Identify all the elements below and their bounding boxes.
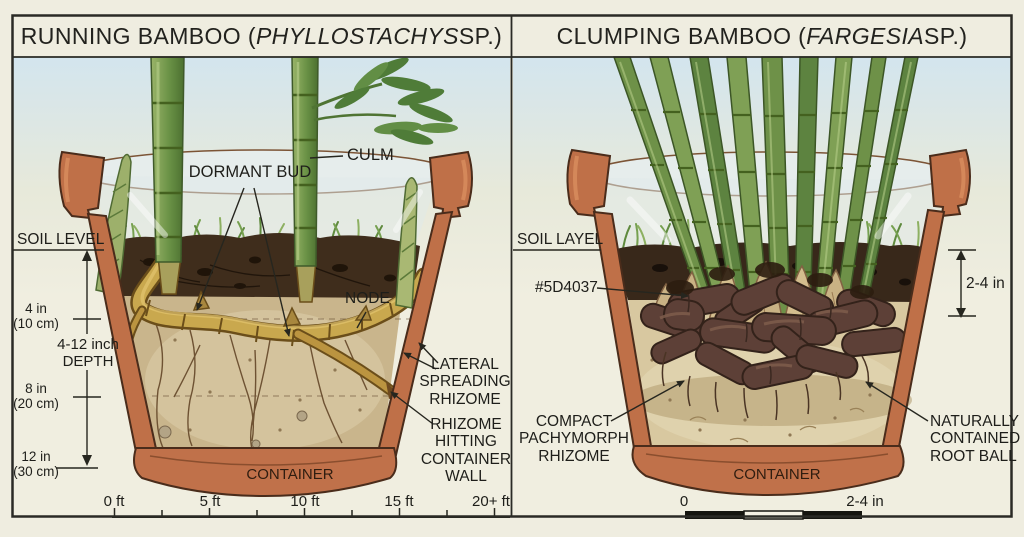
container-label-right: CONTAINER [733, 466, 821, 483]
dimension-arrowheads [82, 250, 966, 466]
depth-8in-label: 8 in (20 cm) [13, 381, 59, 412]
dormant-bud-leader-2 [253, 187, 291, 337]
scale-max-label: 2-4 in [846, 493, 884, 510]
scale-tick-0ft: 0 ft [103, 493, 125, 510]
left-title-suffix: SP.) [458, 22, 503, 49]
right-panel-illustration [513, 56, 1011, 516]
right-title-species: FARGESIA [806, 22, 925, 49]
scale-tick-10ft: 10 ft [290, 493, 320, 510]
depth-2-4in-label: 2-4 in [966, 275, 1005, 292]
depth-4in-label: 4 in (10 cm) [13, 301, 59, 332]
left-panel-illustration [13, 56, 510, 516]
left-panel-title: RUNNING BAMBOO (PHYLLOSTACHYS SP.) [12, 15, 511, 57]
compact-rhizome-arrow [610, 380, 685, 422]
soil-level-label-left: SOIL LEVEL [17, 231, 105, 248]
root-ball-arrow [865, 381, 929, 422]
scale-tick-5ft: 5 ft [199, 493, 221, 510]
scale-tick-20ft: 20+ ft [472, 493, 510, 510]
annotation-lines [13, 155, 976, 469]
dormant-bud-shape [282, 306, 302, 327]
left-culms [150, 56, 458, 267]
depth-range-label: 4-12 inch DEPTH [57, 336, 119, 370]
lateral-rhizome-arrow-1 [403, 352, 437, 370]
dormant-bud-label: DORMANT BUD [188, 163, 312, 181]
left-pot-base [133, 447, 398, 498]
right-pot [566, 148, 971, 497]
left-roots [149, 309, 368, 451]
right-pot-base [631, 445, 905, 497]
left-title-prefix: RUNNING BAMBOO ( [20, 22, 256, 49]
scale-zero-label: 0 [679, 493, 689, 510]
bamboo-leaves [334, 57, 458, 145]
culm-leader [309, 155, 344, 159]
right-scale-bar [685, 510, 862, 520]
scale-tick-15ft: 15 ft [384, 493, 414, 510]
lateral-rhizome-label: LATERAL SPREADING RHIZOME [419, 356, 511, 408]
rhizome-wall-label: RHIZOME HITTING CONTAINER WALL [420, 416, 512, 486]
soil-level-label-right: SOIL LAYEL [517, 231, 604, 248]
rhizome-wall-arrow [390, 391, 434, 425]
dormant-bud-leader-1 [196, 187, 245, 311]
right-title-suffix: SP.) [924, 22, 968, 49]
soil-color-arrow [596, 287, 689, 299]
culm-label: CULM [347, 146, 394, 164]
right-rhizome-mass [639, 273, 907, 390]
frame [11, 14, 1013, 518]
compact-rhizome-label: COMPACT PACHYMORPH RHIZOME [519, 413, 629, 465]
node-leader [356, 311, 367, 329]
lateral-rhizome-arrow-2 [418, 342, 439, 364]
node-label: NODE [345, 290, 390, 307]
soil-color-hex-label: #5D4037 [535, 279, 598, 296]
right-title-prefix: CLUMPING BAMBOO ( [556, 22, 807, 49]
root-ball-label: NATURALLY CONTAINED ROOT BALL [930, 413, 1021, 465]
right-culms [612, 56, 919, 319]
left-title-species: PHYLLOSTACHYS [255, 22, 459, 49]
container-label-left: CONTAINER [246, 466, 334, 483]
right-panel-title: CLUMPING BAMBOO (FARGESIA SP.) [512, 15, 1012, 57]
depth-12in-label: 12 in (30 cm) [13, 449, 59, 480]
